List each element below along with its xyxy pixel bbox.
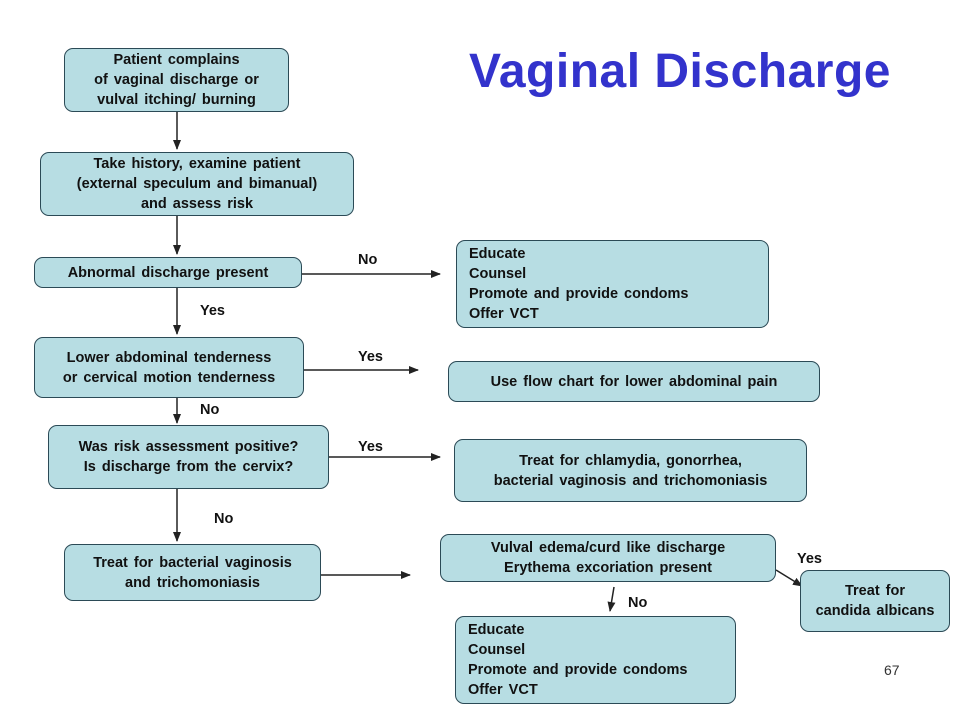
page-title: Vaginal Discharge (468, 45, 891, 98)
node-line: and assess risk (140, 196, 254, 212)
node-line: Take history, examine patient (93, 156, 301, 172)
edge-label-vulval-no: No (628, 595, 648, 611)
edge-label-risk-no: No (214, 511, 234, 527)
node-abdominal-tenderness: Lower abdominal tenderness or cervical m… (34, 337, 304, 398)
node-line: Treat for bacterial vaginosis (93, 554, 292, 571)
node-treat-bacterial-vaginosis: Treat for bacterial vaginosis and tricho… (64, 544, 321, 601)
node-line: Counsel (469, 266, 527, 282)
node-patient-complains: Patient complains of vaginal discharge o… (64, 48, 289, 112)
node-educate-counsel-top: Educate Counsel Promote and provide cond… (456, 240, 769, 328)
node-line: bacterial vaginosis and trichomoniasis (493, 472, 768, 489)
node-line: candida albicans (815, 603, 935, 619)
node-lower-abdominal-pain-chart: Use flow chart for lower abdominal pain (448, 361, 820, 402)
node-treat-chlamydia-gonorrhea: Treat for chlamydia, gonorrhea, bacteria… (454, 439, 807, 502)
node-line: Promote and provide condoms (468, 662, 688, 678)
node-line: Offer VCT (468, 682, 538, 698)
edge-label-abnormal-yes: Yes (200, 303, 225, 319)
node-line: Treat for (844, 583, 905, 599)
arrow-vulval-no (607, 586, 616, 612)
node-line: of vaginal discharge or (94, 72, 259, 88)
node-line: Educate (468, 622, 525, 638)
edge-label-vulval-yes: Yes (797, 551, 822, 567)
node-line: Promote and provide condoms (469, 286, 689, 302)
node-take-history: Take history, examine patient (external … (40, 152, 354, 216)
node-line: Educate (469, 246, 526, 262)
node-abnormal-discharge: Abnormal discharge present (34, 257, 302, 288)
edge-label-abnormal-no: No (358, 252, 378, 268)
node-vulval-edema: Vulval edema/curd like discharge Erythem… (440, 534, 776, 582)
node-educate-counsel-bottom: Educate Counsel Promote and provide cond… (455, 616, 736, 704)
node-line: Vulval edema/curd like discharge (490, 540, 726, 556)
node-line: Abnormal discharge present (67, 264, 269, 281)
node-line: or cervical motion tenderness (62, 369, 276, 386)
node-line: and trichomoniasis (125, 574, 260, 591)
node-line: Use flow chart for lower abdominal pain (490, 373, 778, 390)
node-risk-assessment: Was risk assessment positive? Is dischar… (48, 425, 329, 489)
arrow-vulval-yes (775, 569, 803, 587)
node-line: Offer VCT (469, 306, 539, 322)
node-treat-candida: Treat for candida albicans (800, 570, 950, 632)
node-line: Lower abdominal tenderness (66, 349, 272, 366)
node-line: Erythema excoriation present (504, 560, 712, 576)
node-line: Was risk assessment positive? (78, 439, 299, 455)
edge-label-risk-yes: Yes (358, 439, 383, 455)
node-line: Treat for chlamydia, gonorrhea, (519, 452, 742, 469)
node-line: (external speculum and bimanual) (76, 176, 318, 192)
edge-label-tenderness-no: No (200, 402, 220, 418)
node-line: Counsel (468, 642, 526, 658)
page-number: 67 (884, 662, 900, 678)
node-line: Is discharge from the cervix? (83, 459, 294, 475)
node-line: Patient complains (113, 52, 240, 68)
node-line: vulval itching/ burning (97, 92, 256, 108)
edge-label-tenderness-yes: Yes (358, 349, 383, 365)
